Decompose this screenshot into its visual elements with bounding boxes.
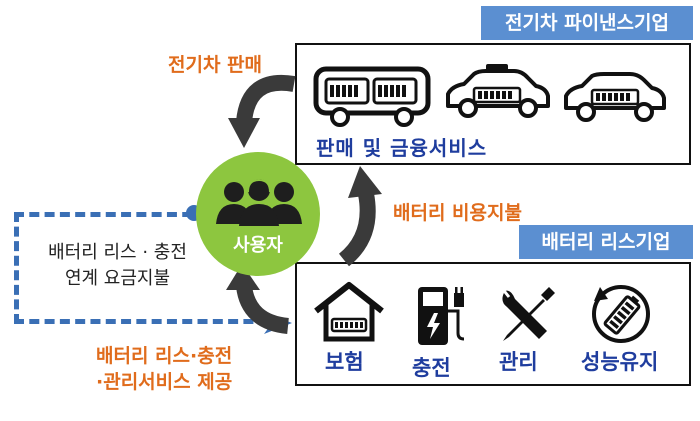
battery-fee-arrow — [338, 166, 382, 267]
lease-payment-line2: 연계 요금지불 — [64, 268, 171, 289]
battery-fee-label: 배터리 비용지불 — [393, 202, 522, 224]
battery-cycle-icon — [592, 285, 650, 343]
lease-service-label: 배터리 리스·충전 ·관리서비스 제공 — [96, 343, 232, 395]
user-label: 사용자 — [233, 235, 283, 256]
lease-company-tag: 배터리 리스기업 — [519, 225, 693, 259]
service-label-management: 관리 — [499, 350, 538, 374]
service-label-insurance: 보험 — [325, 350, 364, 374]
lease-service-line2: ·관리서비스 제공 — [96, 371, 233, 393]
lease-service-line1: 배터리 리스·충전 — [96, 345, 233, 367]
finance-service-label: 판매 및 금융서비스 — [316, 136, 488, 160]
lease-payment-dashed-loop — [14, 212, 284, 324]
lease-payment-line1: 배터리 리스 · 충전 — [48, 242, 187, 263]
house-battery-icon — [314, 282, 384, 342]
lease-service-arrow — [226, 264, 290, 334]
finance-company-tag: 전기차 파이낸스기업 — [481, 6, 693, 40]
service-label-charging: 충전 — [412, 356, 451, 380]
ev-sales-label: 전기차 판매 — [168, 54, 263, 76]
bus-with-battery-icon — [313, 66, 431, 127]
lease-payment-label: 배터리 리스 · 충전 연계 요금지불 — [30, 240, 205, 292]
car-with-battery-icon — [564, 72, 666, 122]
service-label-performance: 성능유지 — [581, 350, 659, 374]
charging-station-icon — [418, 287, 465, 345]
ev-sales-arrow — [228, 74, 296, 148]
wrench-screwdriver-icon — [499, 286, 555, 341]
users-icon — [216, 178, 302, 226]
taxi-with-battery-icon — [446, 64, 550, 118]
